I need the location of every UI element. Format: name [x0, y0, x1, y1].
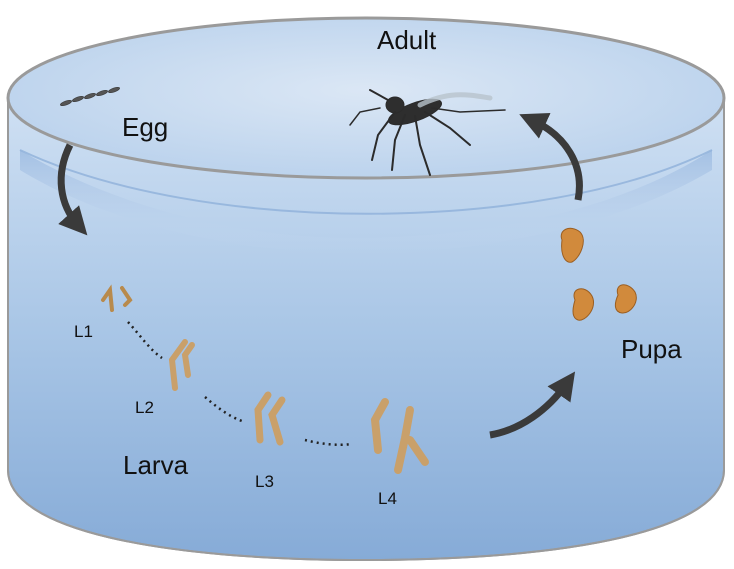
- pupa-label: Pupa: [621, 334, 682, 365]
- container: [8, 18, 724, 560]
- egg-label: Egg: [122, 112, 168, 143]
- container-rim: [8, 18, 724, 178]
- l1-label: L1: [74, 322, 93, 342]
- l4-label: L4: [378, 489, 397, 509]
- l2-label: L2: [135, 398, 154, 418]
- larva-label: Larva: [123, 450, 188, 481]
- l3-label: L3: [255, 472, 274, 492]
- adult-label: Adult: [377, 25, 436, 56]
